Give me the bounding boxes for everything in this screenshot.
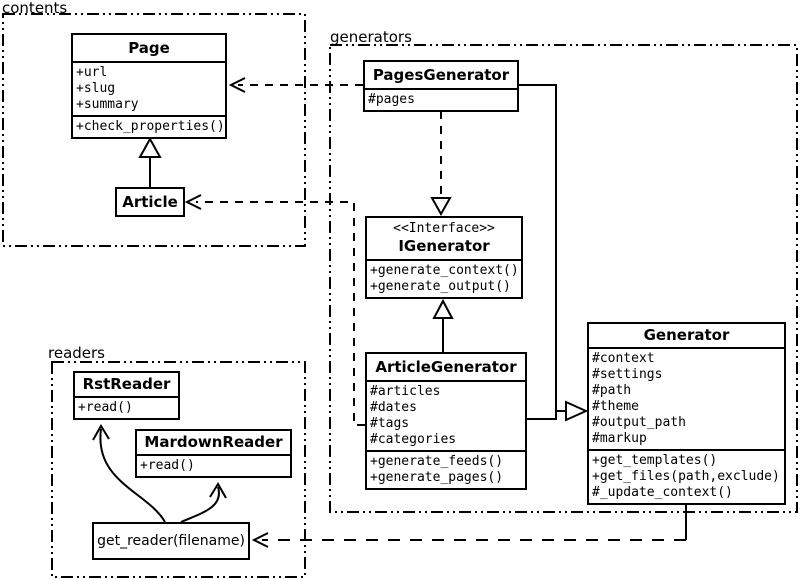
- function-label: get_reader(filename): [97, 533, 245, 549]
- hollow-triangle-icon: [430, 197, 452, 217]
- class-articlegenerator: ArticleGenerator #articles #dates #tags …: [365, 352, 527, 490]
- package-label-contents: contents: [2, 0, 68, 17]
- class-title: RstReader: [82, 375, 171, 393]
- method: +get_templates(): [592, 453, 718, 468]
- method: #_update_context(): [592, 485, 733, 500]
- method: +generate_context(): [370, 263, 519, 278]
- class-methods: +get_templates() +get_files(path,exclude…: [589, 449, 784, 503]
- class-attributes: #pages: [365, 88, 517, 110]
- method: +check_properties(): [76, 119, 225, 134]
- interface-igenerator: <<Interface>> IGenerator +generate_conte…: [365, 216, 523, 299]
- method: +read(): [78, 400, 133, 415]
- class-article: Article: [115, 187, 185, 217]
- attribute: #output_path: [592, 415, 686, 430]
- edge-getreader-to-rstreader: [92, 424, 166, 523]
- attribute: #markup: [592, 431, 647, 446]
- edge-generator-to-getreader-dependency: [251, 505, 687, 548]
- edge-pagesgenerator-to-igenerator-realization: [430, 111, 452, 217]
- class-title: <<Interface>> IGenerator: [367, 218, 521, 259]
- class-mardownreader: MardownReader +read(): [135, 429, 292, 478]
- open-arrowhead-icon: [184, 194, 202, 210]
- class-methods: +read(): [75, 396, 178, 418]
- method: +get_files(path,exclude): [592, 469, 780, 484]
- class-attributes: #articles #dates #tags #categories: [367, 380, 525, 450]
- attribute: #pages: [368, 92, 415, 107]
- class-page: Page +url +slug +summary +check_properti…: [71, 33, 227, 139]
- attribute: #articles: [370, 384, 441, 399]
- package-readers-border: [51, 361, 306, 578]
- method: +read(): [140, 458, 195, 473]
- open-arrowhead-icon: [228, 77, 246, 93]
- attribute: +summary: [76, 97, 139, 112]
- method: +generate_feeds(): [370, 454, 504, 469]
- edge-articlegenerator-to-igenerator-generalization: [432, 298, 454, 352]
- class-title: PagesGenerator: [372, 66, 510, 84]
- class-attributes: #context #settings #path #theme #output_…: [589, 347, 784, 449]
- package-label-generators: generators: [330, 28, 412, 46]
- class-title: ArticleGenerator: [375, 358, 517, 376]
- open-arrowhead-icon: [92, 424, 110, 441]
- attribute: +url: [76, 65, 108, 80]
- attribute: #categories: [370, 432, 457, 447]
- attribute: #tags: [370, 416, 410, 431]
- interface-name: IGenerator: [398, 237, 490, 255]
- edge-articlegenerator-to-article-dependency: [184, 194, 365, 426]
- hollow-triangle-icon: [138, 136, 162, 158]
- node-get-reader: get_reader(filename): [92, 522, 250, 560]
- class-generator: Generator #context #settings #path #them…: [587, 322, 786, 505]
- stereotype: <<Interface>>: [393, 221, 495, 236]
- open-arrowhead-icon: [251, 532, 269, 548]
- class-title: Article: [122, 193, 178, 211]
- class-methods: +read(): [137, 454, 290, 476]
- method: +generate_pages(): [370, 470, 504, 485]
- class-methods: +check_properties(): [73, 115, 225, 137]
- attribute: #context: [592, 351, 655, 366]
- class-attributes: +url +slug +summary: [73, 61, 225, 115]
- hollow-triangle-icon: [432, 298, 454, 319]
- attribute: #theme: [592, 399, 639, 414]
- class-title: Generator: [643, 326, 730, 344]
- edge-generators-to-generator-generalization: [518, 84, 589, 422]
- class-rstreader: RstReader +read(): [73, 371, 180, 420]
- package-contents-border: [2, 13, 306, 247]
- class-methods: +generate_feeds() +generate_pages(): [367, 450, 525, 488]
- open-arrowhead-icon: [209, 482, 227, 499]
- package-label-readers: readers: [48, 344, 105, 362]
- class-pagesgenerator: PagesGenerator #pages: [363, 60, 519, 112]
- edge-pagesgenerator-to-page-dependency: [228, 77, 363, 93]
- attribute: #dates: [370, 400, 417, 415]
- class-methods: +generate_context() +generate_output(): [367, 259, 521, 297]
- edge-article-to-page-generalization: [138, 136, 162, 187]
- class-title: MardownReader: [144, 433, 283, 451]
- attribute: +slug: [76, 81, 116, 96]
- attribute: #settings: [592, 367, 663, 382]
- package-generators-border: [329, 44, 798, 513]
- class-title: Page: [128, 39, 170, 57]
- edge-getreader-to-mardownreader: [180, 482, 227, 523]
- method: +generate_output(): [370, 279, 511, 294]
- hollow-triangle-icon: [565, 400, 589, 422]
- attribute: #path: [592, 383, 632, 398]
